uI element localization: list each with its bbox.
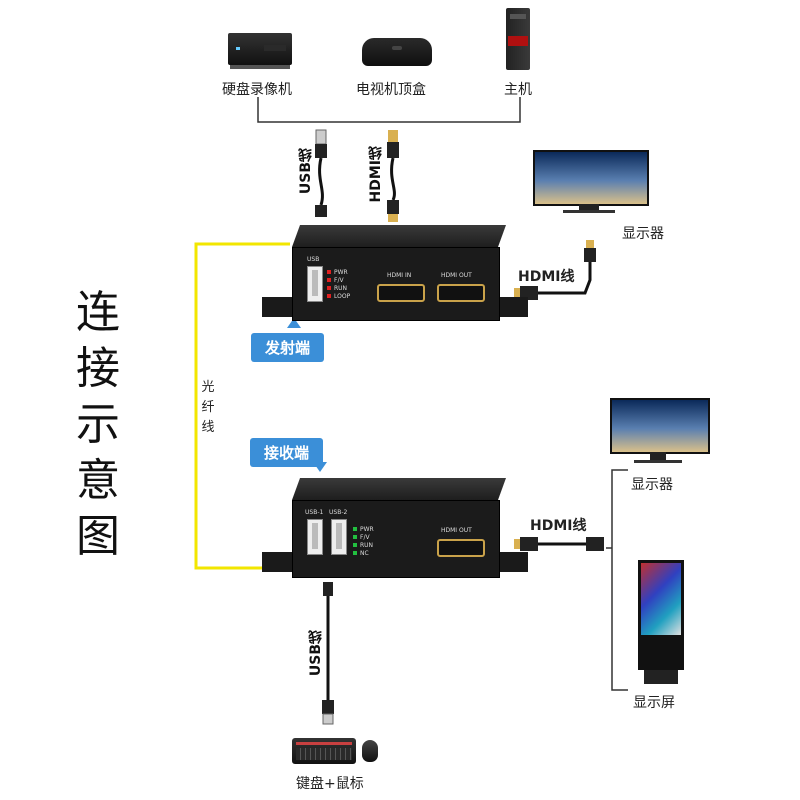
tx-hdmi-out-port[interactable]	[437, 284, 485, 302]
set-top-box-icon	[362, 38, 432, 66]
peripherals-label: 键盘+鼠标	[296, 776, 364, 792]
tx-monitor-icon	[533, 150, 649, 213]
transmitter-device: USB PWR F/V RUN LOOP HDMI IN HDMI OUT	[262, 225, 528, 325]
tx-led-loop: LOOP	[334, 292, 351, 300]
transmitter-front-panel: USB PWR F/V RUN LOOP HDMI IN HDMI OUT	[292, 247, 500, 321]
kiosk-display-icon	[638, 560, 686, 686]
diagram-title: 连 接 示 意 图	[70, 285, 126, 565]
transmitter-flange-right	[492, 297, 528, 317]
tx-led-pwr: PWR	[334, 268, 348, 276]
rx-led-nc: NC	[360, 549, 369, 557]
kiosk-display-label: 显示屏	[633, 695, 675, 711]
fiber-char: 光	[201, 380, 215, 395]
hdmi-cable-tx-out-label: HDMI线	[518, 269, 575, 285]
fiber-char: 纤	[201, 400, 215, 415]
title-char: 意	[76, 455, 120, 506]
pc-label: 主机	[504, 82, 532, 98]
receiver-top-face	[292, 478, 507, 500]
hdmi-cable-rx-out-label: HDMI线	[530, 518, 587, 534]
hdmi-cable-tx-out	[514, 240, 596, 300]
usb-cable-bottom-label: USB线	[308, 630, 324, 677]
tx-led-column: PWR F/V RUN LOOP	[327, 268, 367, 300]
transmitter-badge: 发射端	[251, 333, 325, 362]
keyboard-icon	[292, 738, 356, 764]
source-bracket-line	[257, 97, 521, 123]
mouse-icon	[362, 740, 378, 762]
set-top-box-label: 电视机顶盒	[356, 82, 426, 98]
nvr-device-icon	[228, 33, 292, 65]
tx-led-fv: F/V	[334, 276, 344, 284]
title-char: 图	[76, 511, 120, 562]
receiver-badge: 接收端	[250, 438, 324, 467]
title-char: 连	[76, 287, 120, 338]
tx-arrow-icon	[287, 318, 301, 328]
title-char: 接	[76, 343, 120, 394]
rx-led-fv: F/V	[360, 533, 370, 541]
rx-usb1-label: USB-1	[305, 509, 324, 516]
rx-hdmi-out-port[interactable]	[437, 539, 485, 557]
rx-led-run: RUN	[360, 541, 374, 549]
title-char: 示	[76, 399, 120, 450]
receiver-flange-left	[262, 552, 298, 572]
hdmi-cable-top	[387, 130, 399, 222]
tx-usb-label: USB	[307, 256, 320, 263]
tx-hdmi-in-port[interactable]	[377, 284, 425, 302]
rx-usb1-port[interactable]	[307, 519, 323, 555]
rx-usb2-label: USB-2	[329, 509, 348, 516]
tx-usb-port[interactable]	[307, 266, 323, 302]
rx-led-column: PWR F/V RUN NC	[353, 525, 393, 557]
hdmi-cable-top-label: HDMI线	[368, 146, 384, 203]
usb-cable-top-label: USB线	[298, 148, 314, 195]
rx-hdmi-out-label: HDMI OUT	[441, 527, 472, 534]
usb-cable-top	[315, 129, 327, 217]
rx-monitor-label: 显示器	[631, 477, 673, 493]
transmitter-flange-left	[262, 297, 298, 317]
rx-usb2-port[interactable]	[331, 519, 347, 555]
receiver-flange-right	[492, 552, 528, 572]
fiber-label: 光 纤 线	[200, 378, 216, 438]
receiver-front-panel: USB-1 USB-2 PWR F/V RUN NC HDMI OUT	[292, 500, 500, 578]
rx-monitor-icon	[610, 398, 710, 468]
tx-led-run: RUN	[334, 284, 348, 292]
fiber-char: 线	[201, 420, 215, 435]
transmitter-top-face	[292, 225, 507, 247]
rx-display-bracket	[611, 469, 628, 691]
tx-monitor-label: 显示器	[622, 226, 664, 242]
rx-led-pwr: PWR	[360, 525, 374, 533]
pc-tower-icon	[506, 8, 530, 70]
fiber-line	[194, 242, 292, 570]
usb-cable-bottom	[322, 582, 334, 725]
tx-hdmi-in-label: HDMI IN	[387, 272, 412, 279]
receiver-device: USB-1 USB-2 PWR F/V RUN NC HDMI OUT	[262, 478, 528, 582]
tx-hdmi-out-label: HDMI OUT	[441, 272, 472, 279]
hdmi-cable-rx-out	[514, 537, 604, 551]
nvr-label: 硬盘录像机	[222, 82, 292, 98]
